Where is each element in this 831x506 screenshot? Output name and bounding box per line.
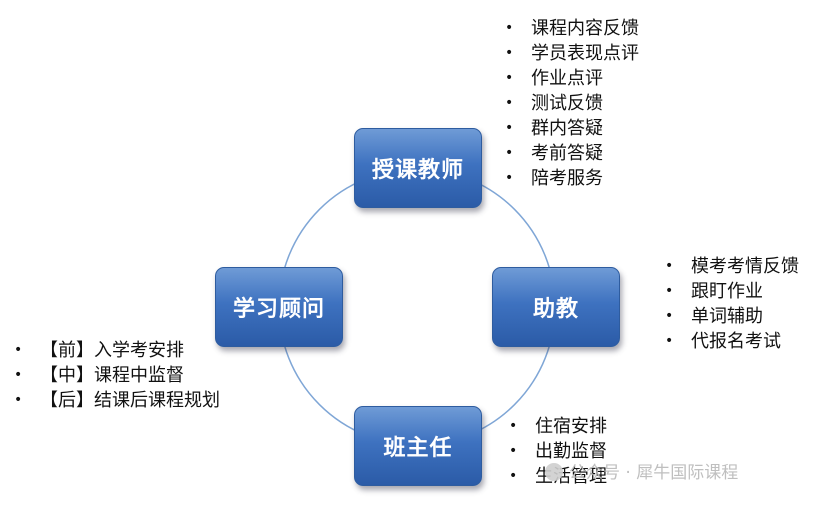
list-item: 住宿安排 xyxy=(509,414,607,439)
advisor-duties-list: 【前】入学考安排 【中】课程中监督 【后】结课后课程规划 xyxy=(14,338,220,413)
list-item: 陪考服务 xyxy=(505,166,639,191)
list-item: 跟盯作业 xyxy=(665,279,799,304)
list-item: 【后】结课后课程规划 xyxy=(14,388,220,413)
node-assistant: 助教 xyxy=(492,267,620,347)
list-item: 学员表现点评 xyxy=(505,41,639,66)
wechat-icon xyxy=(545,463,563,481)
teacher-duties-list: 课程内容反馈 学员表现点评 作业点评 测试反馈 群内答疑 考前答疑 陪考服务 xyxy=(505,16,639,191)
watermark: 公众号 · 犀牛国际课程 xyxy=(545,458,738,483)
list-item: 课程内容反馈 xyxy=(505,16,639,41)
node-advisor: 学习顾问 xyxy=(215,267,343,347)
list-item: 【前】入学考安排 xyxy=(14,338,220,363)
list-item: 模考考情反馈 xyxy=(665,254,799,279)
list-item: 出勤监督 xyxy=(509,439,607,464)
list-item: 代报名考试 xyxy=(665,329,799,354)
node-teacher-label: 授课教师 xyxy=(371,158,464,183)
node-advisor-label: 学习顾问 xyxy=(232,297,325,322)
watermark-text: 公众号 · 犀牛国际课程 xyxy=(569,463,739,483)
node-head-teacher: 班主任 xyxy=(354,406,482,486)
assistant-duties-list: 模考考情反馈 跟盯作业 单词辅助 代报名考试 xyxy=(665,254,799,354)
list-item: 考前答疑 xyxy=(505,141,639,166)
list-item: 单词辅助 xyxy=(665,304,799,329)
node-assistant-label: 助教 xyxy=(532,297,579,322)
node-head-teacher-label: 班主任 xyxy=(383,436,453,461)
list-item: 【中】课程中监督 xyxy=(14,363,220,388)
node-teacher: 授课教师 xyxy=(354,128,482,208)
list-item: 群内答疑 xyxy=(505,116,639,141)
list-item: 测试反馈 xyxy=(505,91,639,116)
list-item: 作业点评 xyxy=(505,66,639,91)
